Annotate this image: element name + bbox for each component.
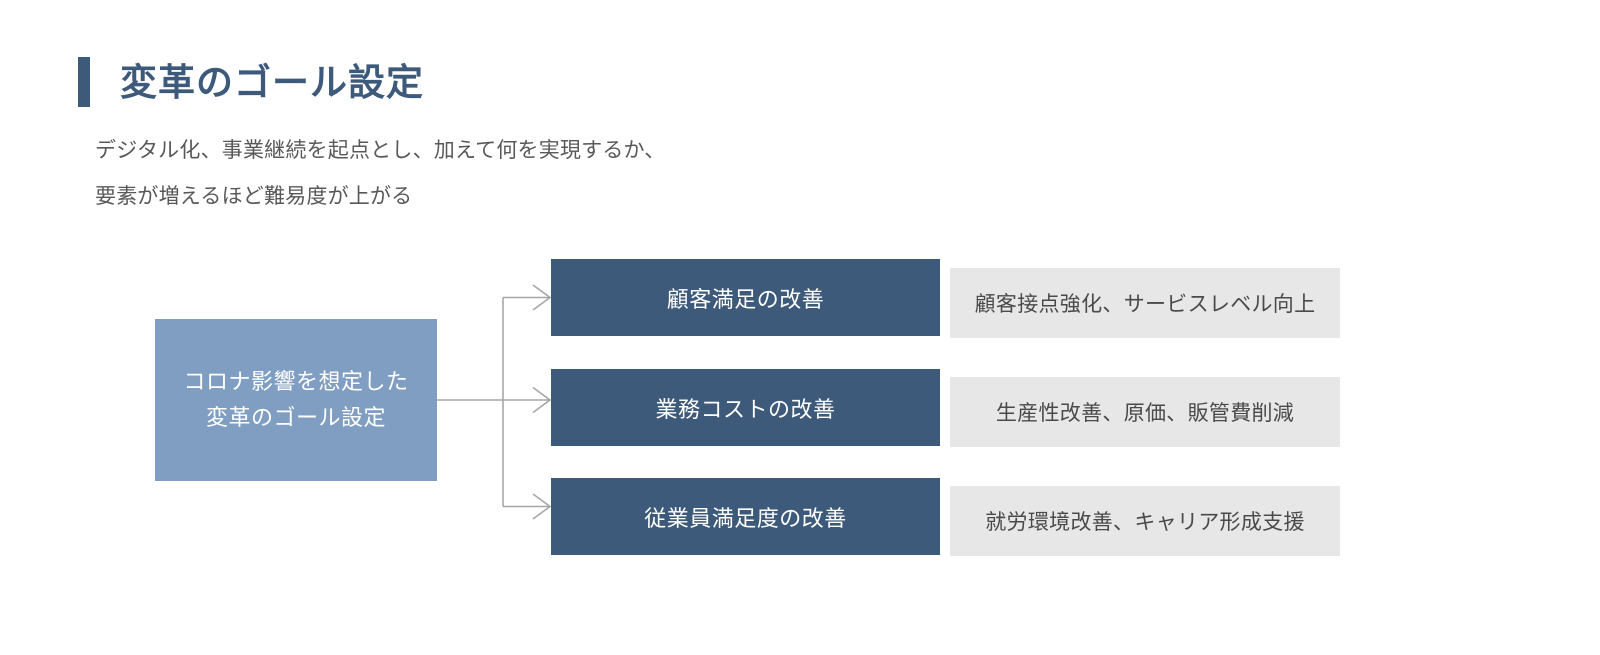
goal-box-3[interactable]: 従業員満足度の改善 xyxy=(551,478,940,555)
subtitle-block: デジタル化、事業継続を起点とし、加えて何を実現するか、 要素が増えるほど難易度が… xyxy=(95,128,666,220)
title-accent-bar-icon xyxy=(78,57,90,107)
goal-box-1[interactable]: 顧客満足の改善 xyxy=(551,259,940,336)
source-box[interactable]: コロナ影響を想定した 変革のゴール設定 xyxy=(155,319,437,481)
detail-box-1[interactable]: 顧客接点強化、サービスレベル向上 xyxy=(950,268,1340,338)
subtitle-line-2: 要素が増えるほど難易度が上がる xyxy=(95,185,413,208)
page-title-row: 変革のゴール設定 xyxy=(78,52,424,112)
goal-box-2[interactable]: 業務コストの改善 xyxy=(551,369,940,446)
detail-box-3[interactable]: 就労環境改善、キャリア形成支援 xyxy=(950,486,1340,556)
source-box-line-2: 変革のゴール設定 xyxy=(205,405,386,430)
subtitle-line-1: デジタル化、事業継続を起点とし、加えて何を実現するか、 xyxy=(95,139,666,162)
detail-box-2[interactable]: 生産性改善、原価、販管費削減 xyxy=(950,377,1340,447)
page-title: 変革のゴール設定 xyxy=(120,61,424,103)
source-box-line-1: コロナ影響を想定した xyxy=(183,369,409,394)
